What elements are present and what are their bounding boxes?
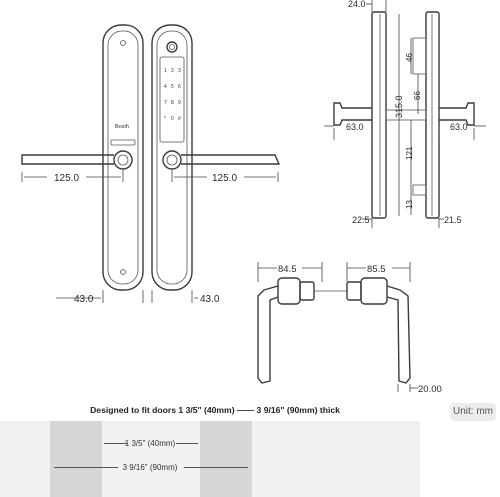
brand-text: Bosih — [115, 124, 129, 130]
door-fit-title: Designed to fit doors 1 3/5" (40mm) —— 3… — [90, 405, 340, 415]
handle-top-view — [257, 277, 411, 384]
handle-length-left: 125.0 — [54, 173, 79, 184]
side-dim-66: 66 — [413, 91, 422, 100]
side-dim-121: 121 — [405, 146, 414, 160]
side-handle-left: 63.0 — [346, 122, 364, 132]
min-dim-line-left — [104, 443, 128, 444]
keypad-key: # — [178, 116, 181, 122]
side-bottom-right: 21.5 — [444, 215, 462, 225]
handle-right-depth: 85.5 — [367, 264, 386, 275]
side-top-width: 24.0 — [348, 0, 366, 9]
keypad-key: 8 — [171, 100, 174, 106]
keypad-key: 2 — [171, 68, 174, 74]
keypad-key: 3 — [178, 68, 181, 74]
keypad-key: 5 — [171, 84, 174, 90]
keypad-key: 0 — [171, 116, 174, 122]
max-dim-line-right — [184, 467, 248, 468]
door-left-slab — [50, 421, 102, 497]
handle-view-dimensions: 84.5 85.5 20.00 — [257, 262, 442, 395]
side-dim-13: 13 — [405, 200, 414, 209]
door-min-thickness: 1 3/5" (40mm) — [124, 439, 176, 448]
door-right-slab — [200, 421, 252, 497]
keypad-key: 9 — [178, 100, 181, 106]
keypad-key: * — [164, 116, 166, 122]
door-max-thickness: 3 9/16" (90mm) — [122, 463, 178, 472]
unit-badge: Unit: mm — [450, 403, 496, 421]
keypad-key: 7 — [164, 100, 167, 106]
side-dim-46: 46 — [405, 53, 414, 62]
side-handle-right: 63.0 — [450, 122, 468, 132]
keypad-key: 6 — [178, 84, 181, 90]
side-bottom-left: 22.5 — [352, 215, 370, 225]
handle-left-depth: 84.5 — [278, 264, 297, 275]
plate-width-right: 43.0 — [200, 294, 220, 305]
side-view-dimensions: 24.0 315.0 46 66 121 13 63.0 63.0 22.5 2… — [324, 0, 486, 228]
side-height: 315.0 — [394, 95, 404, 118]
keypad-key: 4 — [164, 84, 167, 90]
lever-thickness: 20.00 — [418, 384, 442, 395]
door-fit-panel: Designed to fit doors 1 3/5" (40mm) —— 3… — [0, 395, 500, 497]
fingerprint-sensor-icon — [166, 41, 178, 53]
keypad-key: 1 — [164, 68, 167, 74]
max-dim-line-left — [54, 467, 118, 468]
front-view-dimensions: 125.0 125.0 43.0 43.0 — [21, 170, 279, 305]
min-dim-line-right — [176, 443, 198, 444]
side-view — [333, 11, 475, 219]
plate-width-left: 43.0 — [74, 294, 94, 305]
handle-length-right: 125.0 — [212, 173, 237, 184]
right-lock-body — [151, 24, 281, 291]
left-lock-body: Bosih — [21, 24, 144, 291]
door-fit-diagram: 1 3/5" (40mm) 3 9/16" (90mm) — [0, 421, 420, 497]
